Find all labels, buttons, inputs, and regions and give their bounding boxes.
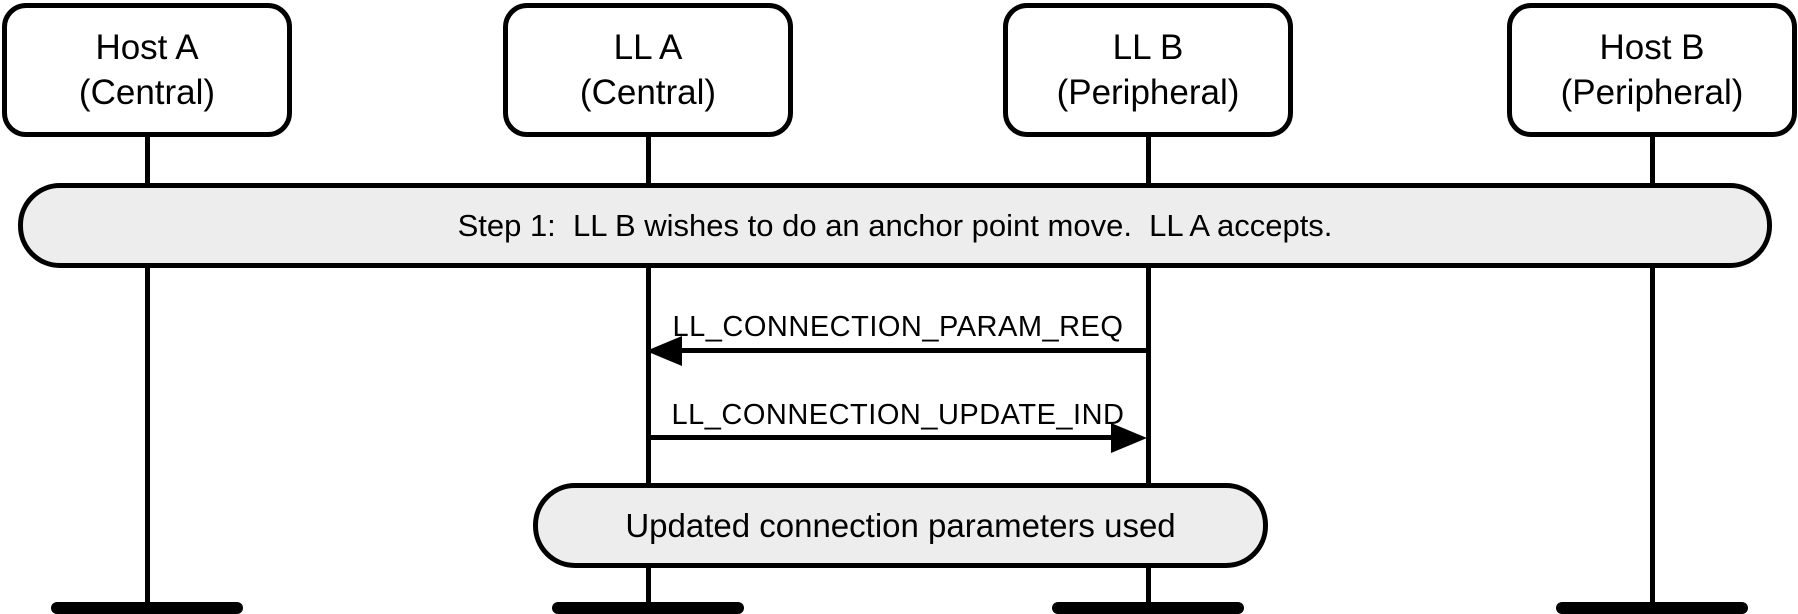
step-banner: Step 1: LL B wishes to do an anchor poin… [18,183,1772,268]
step-banner-text: Step 1: LL B wishes to do an anchor poin… [457,207,1333,243]
arrowhead-left-icon [646,336,682,366]
actor-label-ll-a: LL A [613,28,683,67]
actor-box-ll-b: LL B (Peripheral) [1003,3,1293,137]
end-bar-host-b [1556,602,1748,614]
message-label-param-req: LL_CONNECTION_PARAM_REQ [672,311,1124,343]
message-line-param-req [676,348,1148,353]
end-bar-ll-b [1052,602,1244,614]
lifeline-host-b [1650,137,1655,608]
message-label-update-ind: LL_CONNECTION_UPDATE_IND [671,399,1125,431]
actor-label-host-a: Host A [95,28,199,67]
arrowhead-right-icon [1111,423,1147,453]
actor-role-ll-a: (Central) [579,73,717,112]
lifeline-ll-b [1146,137,1151,608]
note-capsule: Updated connection parameters used [533,483,1268,568]
actor-label-host-b: Host B [1599,28,1705,67]
actor-role-host-b: (Peripheral) [1560,73,1744,112]
lifeline-ll-a [646,137,651,608]
actor-role-host-a: (Central) [78,73,216,112]
actor-label-ll-b: LL B [1112,28,1184,67]
actor-box-host-a: Host A (Central) [2,3,292,137]
message-line-update-ind [649,435,1111,440]
actor-box-host-b: Host B (Peripheral) [1507,3,1797,137]
end-bar-host-a [51,602,243,614]
actor-box-ll-a: LL A (Central) [503,3,793,137]
end-bar-ll-a [552,602,744,614]
actor-role-ll-b: (Peripheral) [1056,73,1240,112]
lifeline-host-a [145,137,150,608]
note-text: Updated connection parameters used [625,506,1176,544]
